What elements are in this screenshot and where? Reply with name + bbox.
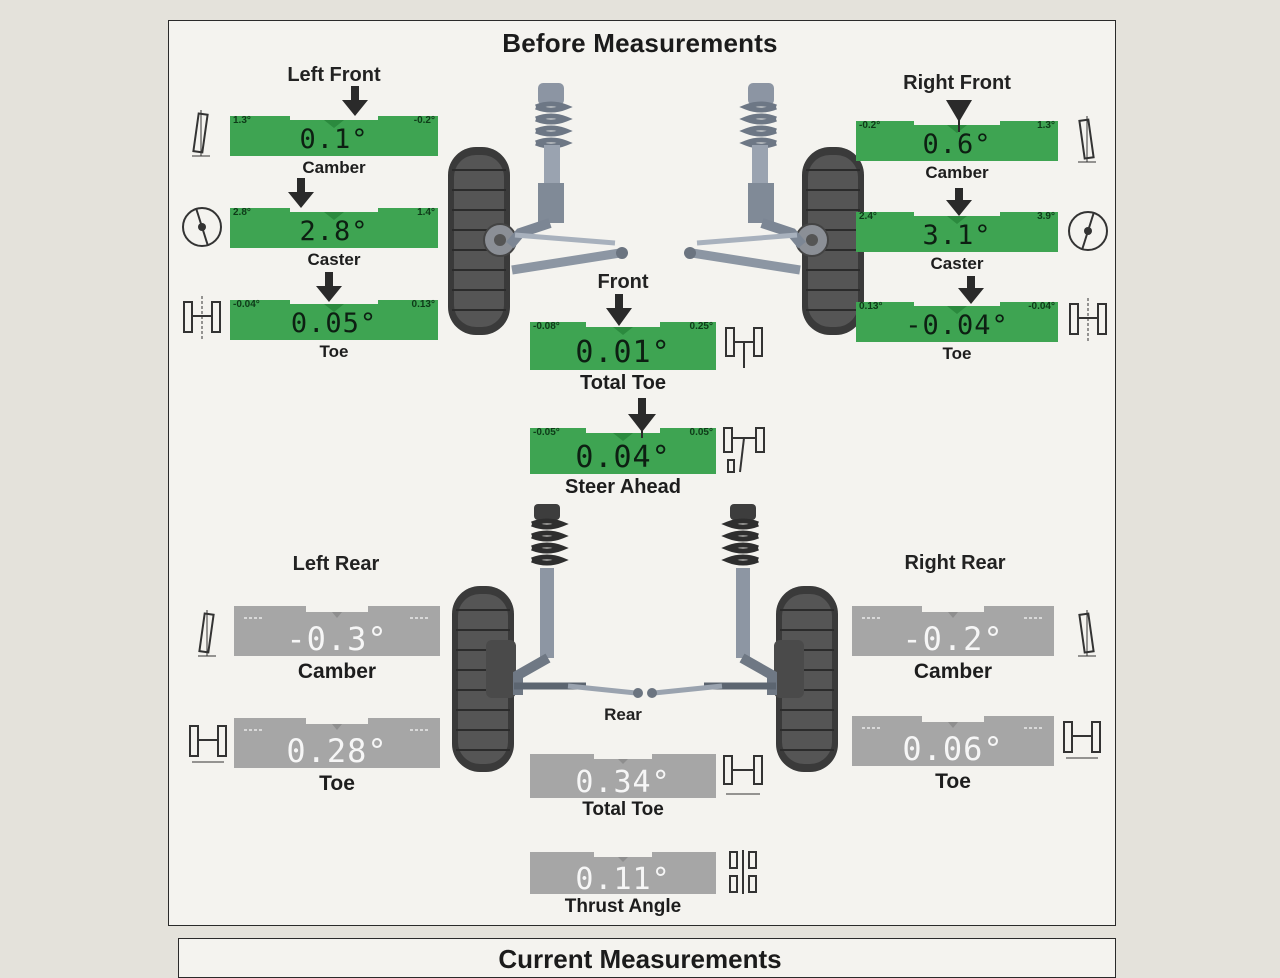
right-front-caster-min: 2.4° xyxy=(859,211,877,222)
rear-total-toe-gauge: 0.34° Total Toe xyxy=(530,752,716,820)
camber-icon xyxy=(198,610,216,657)
caster-icon xyxy=(182,207,222,247)
thrust-angle-label: Thrust Angle xyxy=(564,896,682,917)
left-rear-toe-value: 0.28° xyxy=(286,732,388,770)
right-rear-toe-label: Toe xyxy=(935,770,971,793)
left-front-toe-value: 0.05° xyxy=(290,308,378,339)
right-front-camber-label: Camber xyxy=(925,163,989,182)
thrust-angle-icon xyxy=(729,850,757,894)
toe-icon xyxy=(1069,298,1107,342)
total-toe-icon xyxy=(725,327,763,368)
left-front-caster-gauge: 2.8° 1.4° 2.8° Caster xyxy=(230,204,438,269)
left-front-camber-gauge: 1.3° -0.2° 0.1° Camber xyxy=(230,112,438,177)
left-front-caster-max: 1.4° xyxy=(417,207,435,218)
right-front-toe-label: Toe xyxy=(942,344,972,363)
right-front-label: Right Front xyxy=(903,72,1011,94)
total-toe-icon xyxy=(723,755,763,795)
right-front-toe-value: -0.04° xyxy=(905,310,1009,341)
front-total-toe-marker-icon xyxy=(606,294,632,326)
rear-total-toe-value: 0.34° xyxy=(575,765,671,800)
right-front-caster-label: Caster xyxy=(930,254,984,273)
steer-ahead-max: 0.05° xyxy=(689,427,713,438)
front-left-suspension-illustration xyxy=(448,83,628,335)
steer-ahead-marker-icon xyxy=(628,398,656,438)
right-front-camber-max: 1.3° xyxy=(1037,120,1055,131)
left-front-camber-min: 1.3° xyxy=(233,115,251,126)
left-front-toe-label: Toe xyxy=(319,342,349,361)
right-rear-camber-gauge: -0.2° Camber xyxy=(852,604,1054,683)
right-rear-label: Right Rear xyxy=(904,552,1006,574)
left-front-caster-min: 2.8° xyxy=(233,207,251,218)
steer-ahead-value: 0.04° xyxy=(575,440,671,475)
rear-axle-label: Rear xyxy=(604,705,642,724)
right-front-toe-min: 0.13° xyxy=(859,301,883,312)
right-front-caster-marker-icon xyxy=(946,188,972,216)
left-rear-label: Left Rear xyxy=(292,553,380,575)
toe-icon xyxy=(183,296,221,340)
report-title: Before Measurements xyxy=(502,28,778,58)
left-rear-camber-gauge: -0.3° Camber xyxy=(234,604,440,683)
right-front-camber-min: -0.2° xyxy=(859,120,881,131)
thrust-angle-gauge: 0.11° Thrust Angle xyxy=(530,850,716,917)
rear-left-suspension-illustration xyxy=(452,504,643,772)
rear-total-toe-label: Total Toe xyxy=(582,799,664,820)
left-front-caster-marker-icon xyxy=(288,178,314,208)
steer-ahead-gauge: -0.05° 0.05° 0.04° Steer Ahead xyxy=(530,424,716,498)
left-front-toe-max: 0.13° xyxy=(411,299,435,310)
toe-icon xyxy=(189,725,227,763)
left-front-caster-value: 2.8° xyxy=(299,216,369,247)
right-front-camber-gauge: -0.2° 1.3° 0.6° Camber xyxy=(856,117,1058,182)
right-front-caster-gauge: 2.4° 3.9° 3.1° Caster xyxy=(856,208,1058,273)
front-total-toe-max: 0.25° xyxy=(689,321,713,332)
left-front-camber-label: Camber xyxy=(302,158,366,177)
left-front-toe-min: -0.04° xyxy=(233,299,260,310)
right-front-toe-max: -0.04° xyxy=(1028,301,1055,312)
left-front-toe-gauge: -0.04° 0.13° 0.05° Toe xyxy=(230,296,438,361)
right-front-toe-marker-icon xyxy=(958,276,984,304)
steer-ahead-icon xyxy=(723,427,765,473)
right-front-toe-gauge: 0.13° -0.04° -0.04° Toe xyxy=(856,298,1058,363)
left-front-caster-label: Caster xyxy=(307,250,361,269)
toe-icon xyxy=(1063,721,1101,759)
right-rear-toe-value: 0.06° xyxy=(902,730,1004,768)
left-front-camber-max: -0.2° xyxy=(413,115,435,126)
right-front-camber-value: 0.6° xyxy=(922,129,992,160)
rear-right-suspension-illustration xyxy=(647,504,838,772)
right-front-caster-max: 3.9° xyxy=(1037,211,1055,222)
left-front-camber-marker-icon xyxy=(342,86,368,116)
front-total-toe-gauge: -0.08° 0.25° 0.01° Total Toe xyxy=(530,318,716,394)
left-front-label: Left Front xyxy=(287,64,381,86)
left-rear-toe-label: Toe xyxy=(319,772,355,795)
caster-icon xyxy=(1068,211,1108,251)
steer-ahead-min: -0.05° xyxy=(533,427,560,438)
right-rear-camber-value: -0.2° xyxy=(902,620,1004,658)
right-rear-toe-gauge: 0.06° Toe xyxy=(852,714,1054,793)
steer-ahead-label: Steer Ahead xyxy=(565,476,681,498)
right-front-caster-value: 3.1° xyxy=(922,220,992,251)
front-axle-label: Front xyxy=(597,271,649,293)
front-total-toe-value: 0.01° xyxy=(575,335,671,370)
front-total-toe-label: Total Toe xyxy=(580,372,666,394)
left-rear-toe-gauge: 0.28° Toe xyxy=(234,716,440,795)
left-rear-camber-value: -0.3° xyxy=(286,620,388,658)
camber-icon xyxy=(192,110,210,157)
front-total-toe-min: -0.08° xyxy=(533,321,560,332)
thrust-angle-value: 0.11° xyxy=(575,862,671,897)
camber-icon xyxy=(1078,116,1096,163)
front-right-suspension-illustration xyxy=(684,83,864,335)
left-front-toe-marker-icon xyxy=(316,272,342,302)
right-rear-camber-label: Camber xyxy=(913,660,993,683)
left-rear-camber-label: Camber xyxy=(297,660,377,683)
left-front-camber-value: 0.1° xyxy=(299,124,369,155)
right-front-camber-marker-icon xyxy=(946,100,972,132)
camber-icon xyxy=(1078,610,1096,657)
